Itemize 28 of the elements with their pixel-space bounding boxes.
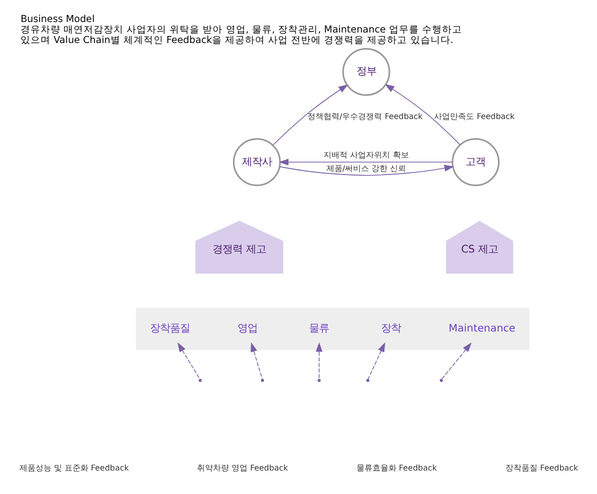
arrow — [278, 164, 454, 176]
node-text: 영업 — [236, 322, 257, 335]
label: 물류효율화 Feedback — [356, 463, 436, 472]
edge-label: 제품/써비스 강한 신뢰 — [326, 164, 406, 173]
node-text: Maintenance — [448, 322, 515, 335]
arrow — [250, 342, 262, 380]
arrow — [384, 84, 460, 146]
arrow — [367, 342, 385, 380]
edge-label: 사업만족도 Feedback — [434, 112, 514, 122]
node-text: 물류 — [308, 322, 329, 335]
arrow — [278, 158, 452, 166]
node-text: 장착품질 — [149, 322, 190, 335]
edge-label: 정책협력/우수경쟁력 Feedback — [306, 112, 422, 122]
edge-label: 지배적 사업자위치 확보 — [323, 150, 408, 160]
arrow — [272, 84, 348, 146]
arrow — [315, 342, 322, 380]
label: 장착품질 Feedback — [505, 463, 578, 472]
cluster — [135, 308, 530, 350]
node-circle: 정부 — [342, 48, 390, 96]
arrow — [177, 342, 200, 380]
node-text: 장착 — [380, 322, 401, 335]
arrow — [440, 342, 472, 380]
node-circle: 제작사 — [232, 138, 280, 186]
label: 제품성능 및 표준화 Feedback — [18, 463, 128, 472]
diagram-title: Business Model — [20, 14, 94, 26]
label: 취약차량 영업 Feedback — [196, 463, 288, 472]
caption: 경유차량 매연저감장치 사업자의 위탁을 받아 영업, 물류, 장착관리, Maintenance 업무를 수행하고 있으며 Value Chain별 체계적인 Feedback을 제공하여 사업 전반에 경쟁력을 제공하고 있습니다. — [20, 24, 462, 46]
node-circle: 고객 — [451, 138, 500, 186]
